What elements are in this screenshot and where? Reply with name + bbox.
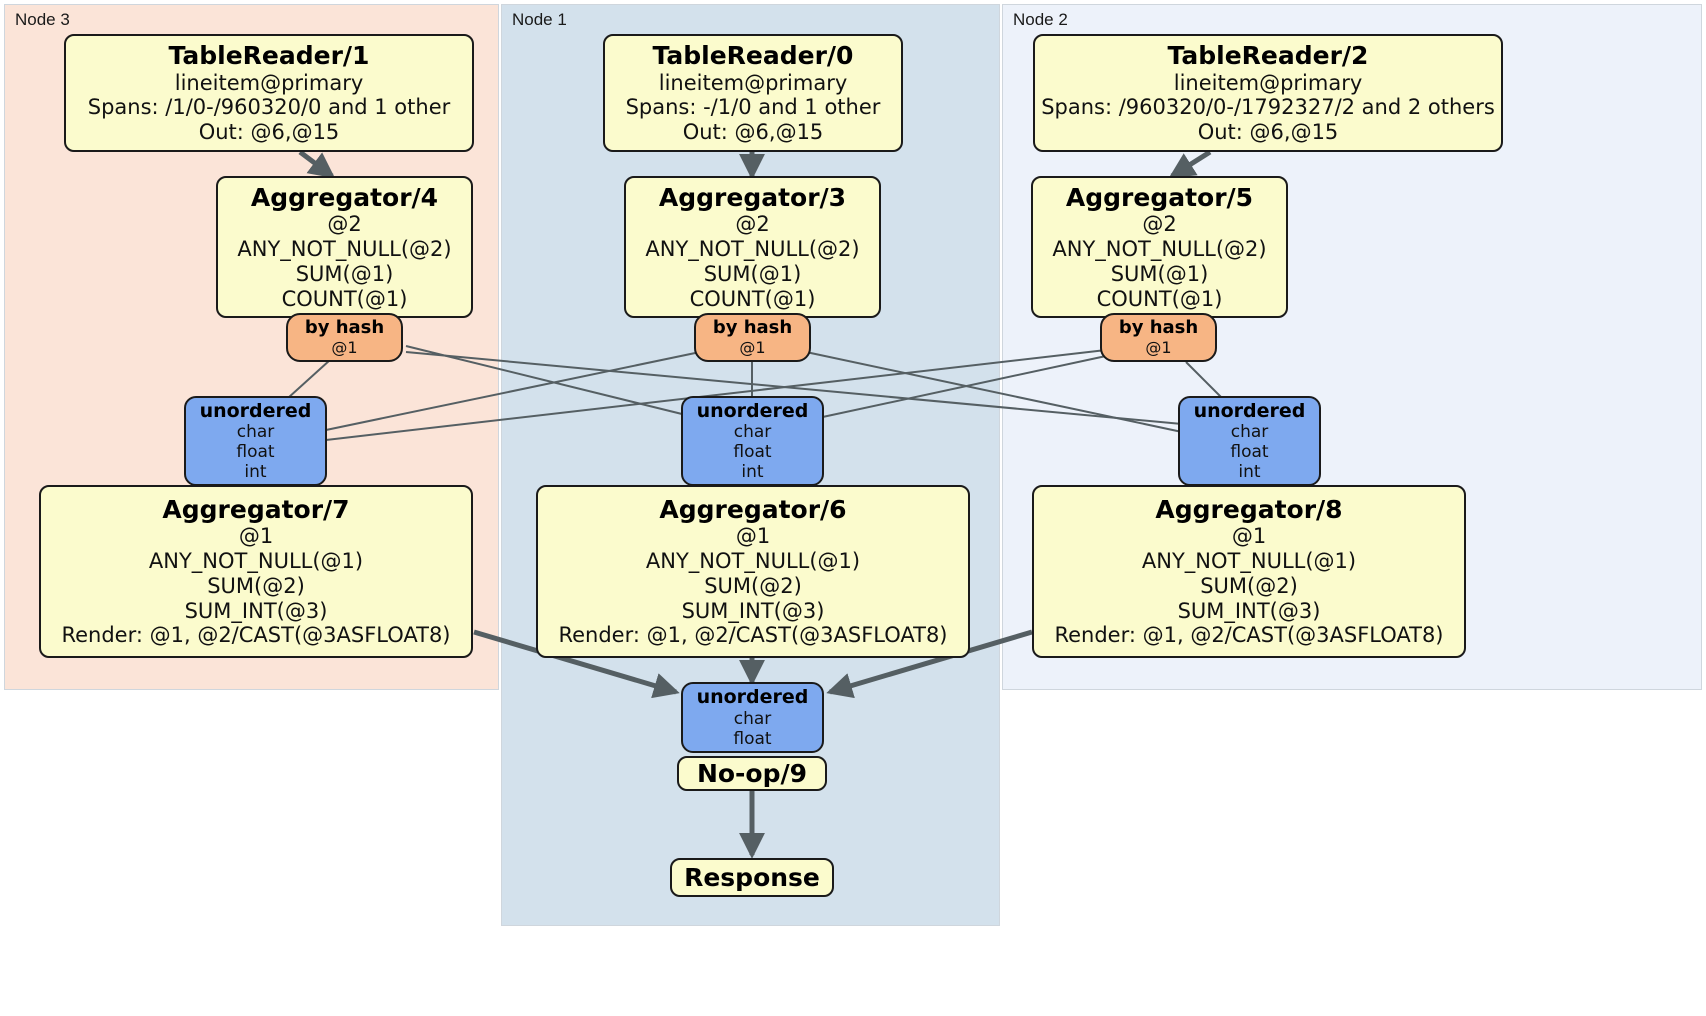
processor-line: Spans: /960320/0-/1792327/2 and 2 others bbox=[1041, 95, 1495, 120]
processor-line: Render: @1, @2/CAST(@3ASFLOAT8) bbox=[61, 623, 451, 648]
processor-line: SUM(@1) bbox=[1110, 261, 1209, 286]
router-line: char bbox=[733, 422, 772, 443]
processor-response[interactable]: Response bbox=[670, 858, 834, 897]
processor-line: COUNT(@1) bbox=[281, 286, 408, 311]
router-unordered-center[interactable]: unordered char float int bbox=[681, 396, 824, 486]
processor-line: SUM_INT(@3) bbox=[681, 598, 825, 623]
router-line: char bbox=[236, 422, 275, 443]
processor-line: SUM(@1) bbox=[295, 261, 394, 286]
router-by-hash-right[interactable]: by hash @1 bbox=[1100, 313, 1217, 362]
router-line: @1 bbox=[739, 337, 766, 357]
processor-line: lineitem@primary bbox=[658, 70, 848, 95]
router-title: by hash bbox=[1118, 317, 1199, 339]
processor-line: Out: @6,@15 bbox=[682, 120, 824, 145]
processor-line: @1 bbox=[735, 524, 771, 549]
processor-line: Render: @1, @2/CAST(@3ASFLOAT8) bbox=[558, 623, 948, 648]
processor-line: ANY_NOT_NULL(@1) bbox=[645, 549, 861, 574]
processor-table-reader-1[interactable]: TableReader/1 lineitem@primary Spans: /1… bbox=[64, 34, 474, 152]
processor-no-op-9[interactable]: No-op/9 bbox=[677, 756, 827, 791]
processor-line: SUM(@1) bbox=[703, 261, 802, 286]
router-title: by hash bbox=[712, 317, 793, 339]
processor-title: Response bbox=[684, 862, 820, 892]
processor-line: SUM(@2) bbox=[704, 573, 802, 598]
processor-line: @2 bbox=[327, 212, 362, 237]
processor-table-reader-2[interactable]: TableReader/2 lineitem@primary Spans: /9… bbox=[1033, 34, 1503, 152]
router-line: int bbox=[1238, 462, 1261, 483]
processor-title: Aggregator/4 bbox=[250, 182, 439, 212]
router-unordered-final[interactable]: unordered char float bbox=[681, 682, 824, 753]
processor-line: Render: @1, @2/CAST(@3ASFLOAT8) bbox=[1054, 623, 1444, 648]
processor-line: ANY_NOT_NULL(@2) bbox=[1052, 236, 1267, 261]
processor-line: Spans: /1/0-/960320/0 and 1 other bbox=[87, 95, 451, 120]
processor-title: TableReader/2 bbox=[1167, 41, 1369, 71]
router-line: float bbox=[733, 442, 772, 463]
router-by-hash-left[interactable]: by hash @1 bbox=[286, 313, 403, 362]
processor-table-reader-0[interactable]: TableReader/0 lineitem@primary Spans: -/… bbox=[603, 34, 903, 152]
router-unordered-right[interactable]: unordered char float int bbox=[1178, 396, 1321, 486]
processor-line: ANY_NOT_NULL(@2) bbox=[645, 236, 860, 261]
processor-line: Spans: -/1/0 and 1 other bbox=[625, 95, 881, 120]
processor-title: Aggregator/8 bbox=[1155, 494, 1343, 524]
processor-line: COUNT(@1) bbox=[1096, 286, 1223, 311]
processor-title: Aggregator/7 bbox=[162, 494, 350, 524]
router-title: unordered bbox=[199, 399, 312, 422]
router-by-hash-center[interactable]: by hash @1 bbox=[694, 313, 811, 362]
router-line: @1 bbox=[331, 337, 358, 357]
router-title: unordered bbox=[696, 399, 809, 422]
processor-title: Aggregator/3 bbox=[658, 182, 847, 212]
processor-line: lineitem@primary bbox=[174, 70, 364, 95]
panel-node-2-label: Node 2 bbox=[1013, 10, 1068, 29]
router-line: @1 bbox=[1145, 337, 1172, 357]
processor-line: Out: @6,@15 bbox=[1197, 120, 1339, 145]
processor-line: @1 bbox=[238, 524, 274, 549]
router-title: unordered bbox=[1193, 399, 1306, 422]
router-line: float bbox=[733, 728, 772, 749]
processor-line: SUM(@2) bbox=[1200, 573, 1298, 598]
router-line: char bbox=[1230, 422, 1269, 443]
processor-line: ANY_NOT_NULL(@1) bbox=[148, 549, 364, 574]
processor-line: @1 bbox=[1231, 524, 1267, 549]
processor-line: ANY_NOT_NULL(@2) bbox=[237, 236, 452, 261]
router-unordered-left[interactable]: unordered char float int bbox=[184, 396, 327, 486]
router-line: int bbox=[244, 462, 267, 483]
processor-aggregator-5[interactable]: Aggregator/5 @2 ANY_NOT_NULL(@2) SUM(@1)… bbox=[1031, 176, 1288, 318]
router-line: float bbox=[236, 442, 275, 463]
processor-line: ANY_NOT_NULL(@1) bbox=[1141, 549, 1357, 574]
processor-line: COUNT(@1) bbox=[689, 286, 816, 311]
processor-aggregator-8[interactable]: Aggregator/8 @1 ANY_NOT_NULL(@1) SUM(@2)… bbox=[1032, 485, 1466, 658]
router-line: float bbox=[1230, 442, 1269, 463]
processor-aggregator-4[interactable]: Aggregator/4 @2 ANY_NOT_NULL(@2) SUM(@1)… bbox=[216, 176, 473, 318]
processor-line: @2 bbox=[735, 212, 770, 237]
processor-line: SUM_INT(@3) bbox=[184, 598, 328, 623]
processor-aggregator-6[interactable]: Aggregator/6 @1 ANY_NOT_NULL(@1) SUM(@2)… bbox=[536, 485, 970, 658]
panel-node-3-label: Node 3 bbox=[15, 10, 70, 29]
processor-title: Aggregator/6 bbox=[659, 494, 847, 524]
router-line: int bbox=[741, 462, 764, 483]
processor-line: @2 bbox=[1142, 212, 1177, 237]
processor-line: lineitem@primary bbox=[1173, 70, 1363, 95]
panel-node-1-label: Node 1 bbox=[512, 10, 567, 29]
processor-title: TableReader/0 bbox=[652, 41, 854, 71]
processor-title: Aggregator/5 bbox=[1065, 182, 1254, 212]
processor-line: SUM(@2) bbox=[207, 573, 305, 598]
processor-title: No-op/9 bbox=[696, 758, 808, 788]
processor-line: SUM_INT(@3) bbox=[1177, 598, 1321, 623]
processor-aggregator-3[interactable]: Aggregator/3 @2 ANY_NOT_NULL(@2) SUM(@1)… bbox=[624, 176, 881, 318]
router-line: char bbox=[733, 708, 772, 729]
processor-aggregator-7[interactable]: Aggregator/7 @1 ANY_NOT_NULL(@1) SUM(@2)… bbox=[39, 485, 473, 658]
router-title: by hash bbox=[304, 317, 385, 339]
processor-line: Out: @6,@15 bbox=[198, 120, 340, 145]
router-title: unordered bbox=[696, 686, 809, 709]
processor-title: TableReader/1 bbox=[168, 41, 370, 71]
